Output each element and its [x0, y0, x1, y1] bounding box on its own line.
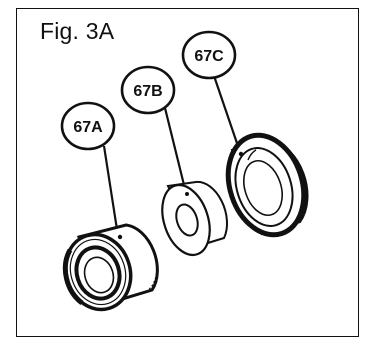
- leader-line-67b: [163, 107, 188, 194]
- callout-67c: 67C: [181, 30, 237, 80]
- callout-label-67c: 67C: [194, 48, 224, 65]
- part-67c-seal: [225, 132, 309, 238]
- callout-label-67a: 67A: [73, 119, 103, 136]
- callout-label-67b: 67B: [133, 83, 162, 100]
- leader-line-67c: [210, 69, 242, 153]
- callout-67a: 67A: [60, 101, 116, 151]
- callout-67b: 67B: [120, 65, 176, 115]
- figure-title: Fig. 3A: [40, 18, 115, 44]
- part-67a-bushing: [62, 223, 159, 312]
- part-67b-washer: [161, 180, 228, 257]
- leader-line-67a: [102, 145, 120, 237]
- figure-frame: [16, 8, 359, 337]
